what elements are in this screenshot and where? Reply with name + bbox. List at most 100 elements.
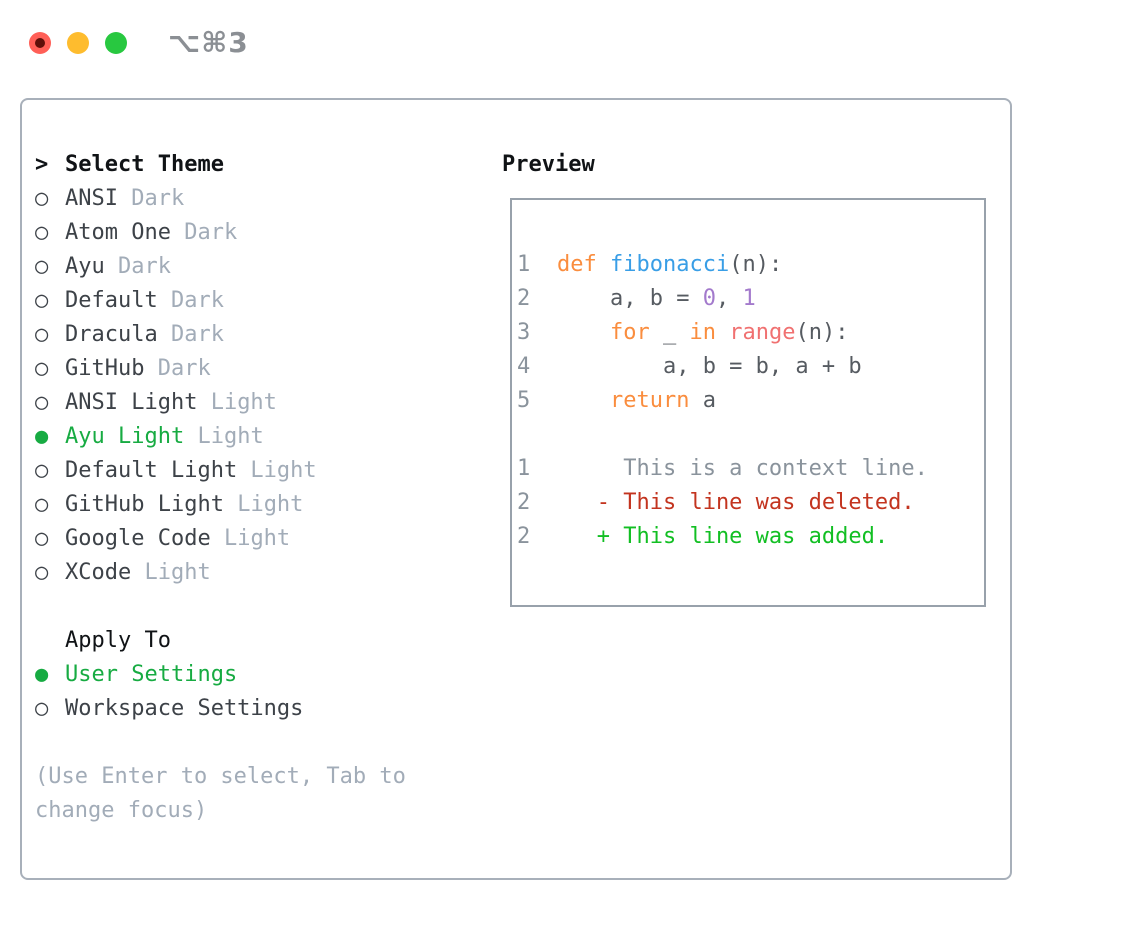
theme-name: Default Light: [65, 458, 238, 483]
theme-variant-badge: Dark: [104, 254, 171, 279]
spacer: [35, 726, 406, 760]
theme-option-ansi-light[interactable]: ○ ANSI Light Light: [35, 386, 406, 420]
theme-variant-badge: Dark: [157, 288, 224, 313]
theme-variant-badge: Dark: [170, 220, 238, 245]
line-number: 2: [517, 524, 531, 549]
code-line: 1 This is a context line.: [517, 452, 928, 486]
apply-option-user-settings[interactable]: ● User Settings: [35, 658, 406, 692]
hint-line-1: (Use Enter to select, Tab to: [35, 764, 406, 789]
line-number: 3: [517, 320, 531, 345]
code-content: [557, 418, 570, 452]
theme-variant-badge: Dark: [144, 356, 211, 381]
theme-option-google-code[interactable]: ○ Google Code Light: [35, 522, 406, 556]
code-line: 5 return a: [517, 384, 928, 418]
theme-name: Google Code: [65, 526, 211, 551]
code-content: This is a context line.: [557, 456, 928, 481]
theme-option-ayu-light[interactable]: ● Ayu Light Light: [35, 420, 406, 454]
close-button-icon[interactable]: [29, 31, 51, 54]
theme-option-dracula[interactable]: ○ Dracula Dark: [35, 318, 406, 352]
theme-list: > Select Theme ○ANSI Dark○Atom One Dark○…: [35, 148, 406, 828]
radio-icon: ○: [35, 254, 49, 279]
theme-name: GitHub Light: [65, 492, 224, 517]
line-number: 1: [517, 252, 531, 277]
theme-variant-badge: Light: [131, 560, 211, 585]
zoom-button-icon[interactable]: [105, 31, 127, 54]
code-line: 2 + This line was added.: [517, 520, 928, 554]
line-number: 4: [517, 354, 531, 379]
theme-variant-badge: Light: [237, 458, 317, 483]
radio-icon: ○: [35, 390, 49, 415]
main-panel: > Select Theme ○ANSI Dark○Atom One Dark○…: [20, 98, 1012, 880]
apply-to-header-label: Apply To: [65, 628, 171, 653]
code-line: 3 for _ in range(n):: [517, 316, 928, 350]
select-theme-header-label: Select Theme: [65, 152, 224, 177]
apply-option-workspace-settings[interactable]: ○ Workspace Settings: [35, 692, 406, 726]
theme-option-github[interactable]: ○ GitHub Dark: [35, 352, 406, 386]
radio-icon: ○: [35, 288, 49, 313]
apply-to-header: Apply To: [35, 624, 406, 658]
radio-icon: ○: [35, 696, 49, 721]
line-number: 2: [517, 286, 531, 311]
theme-variant-badge: Light: [223, 492, 304, 517]
minimize-button-icon[interactable]: [67, 31, 89, 54]
code-content: + This line was added.: [557, 524, 889, 549]
theme-name: XCode: [65, 560, 132, 585]
theme-name: ANSI: [65, 186, 118, 211]
line-number: [517, 418, 557, 452]
code-content: return a: [609, 388, 716, 413]
code-content: a, b = 0, 1: [557, 286, 756, 311]
theme-variant-badge: Light: [184, 424, 264, 449]
theme-option-xcode[interactable]: ○ XCode Light: [35, 556, 406, 590]
theme-variant-badge: Dark: [157, 322, 224, 347]
radio-icon: ○: [35, 220, 49, 245]
theme-name: Dracula: [65, 322, 158, 347]
theme-name: ANSI Light: [65, 390, 198, 415]
code-line: [517, 418, 928, 452]
spacer: [35, 590, 406, 624]
hint-line-2: change focus): [35, 798, 208, 823]
select-theme-header: > Select Theme: [35, 148, 406, 182]
apply-option-label: Workspace Settings: [65, 696, 304, 721]
theme-option-default[interactable]: ○ Default Dark: [35, 284, 406, 318]
code-line: 2 - This line was deleted.: [517, 486, 928, 520]
code-content: - This line was deleted.: [557, 490, 915, 515]
theme-option-ansi[interactable]: ○ ANSI Dark: [35, 182, 406, 216]
code-line: 2 a, b = 0, 1: [517, 282, 928, 316]
radio-icon: ○: [35, 526, 49, 551]
apply-option-label: User Settings: [65, 662, 238, 687]
window-title: ⌥⌘3: [168, 26, 249, 59]
radio-icon: ○: [35, 322, 49, 347]
theme-name: Atom One: [65, 220, 171, 245]
radio-icon: ○: [35, 560, 49, 585]
radio-selected-icon: ●: [35, 662, 49, 687]
radio-icon: ○: [35, 186, 49, 211]
theme-name: Ayu Light: [65, 424, 185, 449]
theme-option-ayu[interactable]: ○ Ayu Dark: [35, 250, 406, 284]
theme-variant-badge: Light: [197, 390, 277, 415]
theme-option-default-light[interactable]: ○ Default Light Light: [35, 454, 406, 488]
code-content: for _ in range(n):: [609, 320, 849, 345]
code-line: 4 a, b = b, a + b: [517, 350, 928, 384]
line-number: 1: [517, 456, 531, 481]
code-content: def fibonacci(n):: [557, 252, 783, 277]
code-line: 1 def fibonacci(n):: [517, 248, 928, 282]
theme-variant-badge: Dark: [117, 186, 185, 211]
theme-variant-badge: Light: [210, 526, 291, 551]
code-content: a, b = b, a + b: [557, 354, 862, 379]
titlebar: ⌥⌘3: [29, 26, 249, 59]
theme-name: GitHub: [65, 356, 145, 381]
theme-name: Ayu: [65, 254, 105, 279]
theme-name: Default: [65, 288, 158, 313]
line-number: 2: [517, 490, 531, 515]
focus-marker-icon: >: [35, 152, 49, 177]
preview-header-label: Preview: [502, 152, 595, 177]
theme-option-atom-one[interactable]: ○ Atom One Dark: [35, 216, 406, 250]
radio-icon: ○: [35, 492, 49, 517]
radio-icon: ○: [35, 458, 49, 483]
radio-icon: ○: [35, 356, 49, 381]
radio-selected-icon: ●: [35, 424, 49, 449]
theme-option-github-light[interactable]: ○ GitHub Light Light: [35, 488, 406, 522]
